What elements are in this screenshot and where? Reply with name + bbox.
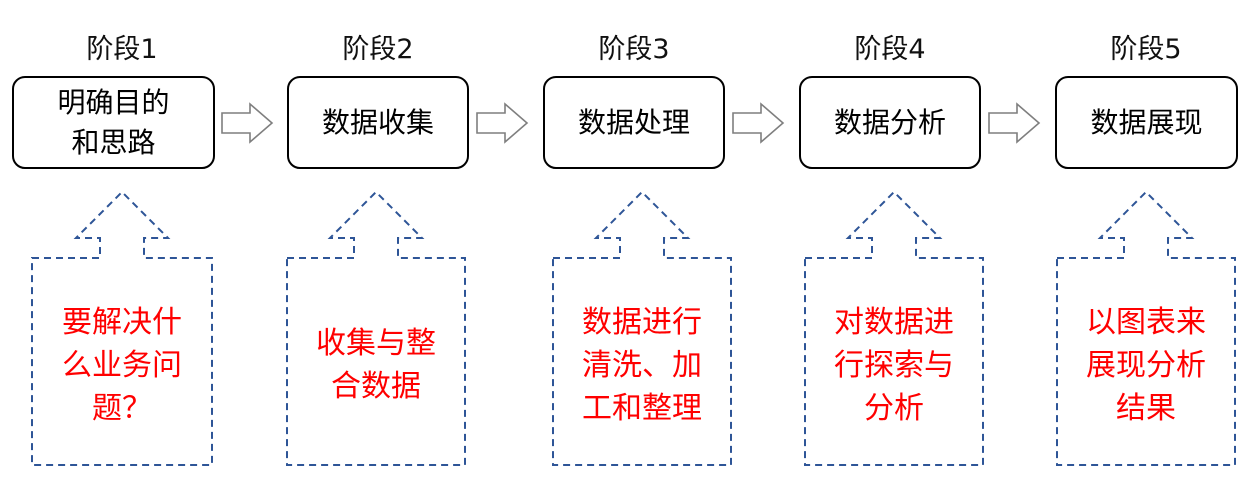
flow-arrow-1 <box>221 102 274 144</box>
stage-1-description: 要解决什 么业务问 题？ <box>62 304 182 426</box>
stage-3-box: 数据处理 <box>543 76 725 169</box>
flow-arrow-3 <box>732 102 785 144</box>
stage-5-description: 以图表来 展现分析 结果 <box>1086 304 1206 426</box>
stage-4-label: 阶段4 <box>854 34 926 65</box>
stage-5-label: 阶段5 <box>1110 34 1182 65</box>
stage-3-label: 阶段3 <box>598 34 670 65</box>
callout-outlines <box>31 190 1236 466</box>
stage-2-box: 数据收集 <box>287 76 469 169</box>
flow-arrows <box>221 102 1041 144</box>
stage-1-label: 阶段1 <box>86 34 158 65</box>
callout-outline-2 <box>286 190 466 466</box>
stage-3-description: 数据进行 清洗、加 工和整理 <box>582 304 702 426</box>
stage-2-label: 阶段2 <box>342 34 414 65</box>
stage-4-description: 对数据进 行探索与 分析 <box>834 304 954 426</box>
stage-4-box: 数据分析 <box>799 76 981 169</box>
flow-arrow-4 <box>988 102 1041 144</box>
flow-arrow-2 <box>476 102 529 144</box>
callout-outline-4 <box>804 190 984 466</box>
callout-outline-1 <box>31 190 213 466</box>
callout-outline-3 <box>552 190 732 466</box>
stage-2-description: 收集与整 合数据 <box>316 326 436 404</box>
stage-5-box: 数据展现 <box>1055 76 1238 169</box>
stage-1-box: 明确目的 和思路 <box>12 76 215 169</box>
callout-outline-5 <box>1056 190 1236 466</box>
